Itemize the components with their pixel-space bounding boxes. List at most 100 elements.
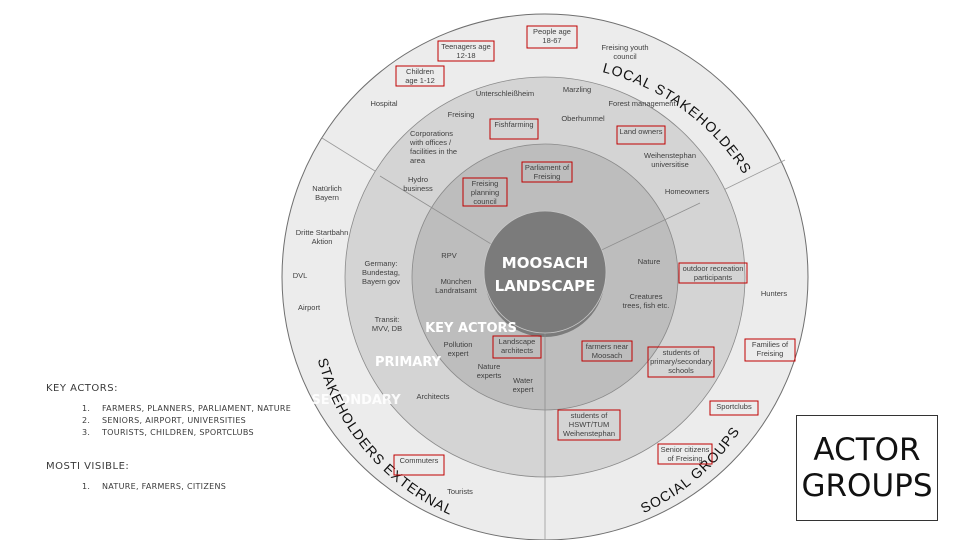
actor-label-line: expert [448, 349, 470, 358]
actor-label-line: Creatures [630, 292, 663, 301]
actor-homeowners: Homeowners [665, 187, 709, 196]
actor-label-line: Sportclubs [716, 402, 752, 411]
most-visible-heading: MOSTI VISIBLE: [46, 461, 130, 472]
actor-label-line: council [613, 52, 637, 61]
highlight-box [647, 346, 715, 378]
highlight-box [526, 25, 578, 49]
highlight-box [492, 335, 542, 359]
actor-label-line: trees, fish etc. [623, 301, 670, 310]
highlight-box [395, 65, 445, 87]
highlight-box [678, 262, 748, 284]
actor-label-line: primary/secondary [650, 357, 712, 366]
actor-tourists: Tourists [447, 487, 473, 496]
actor-label-line: expert [513, 385, 535, 394]
actor-label-line: Commuters [400, 456, 439, 465]
actor-label-line: Oberhummel [561, 114, 605, 123]
list-item: 3.TOURISTS, CHILDREN, SPORTCLUBS [82, 428, 306, 437]
actor-label-line: Hydro [408, 175, 428, 184]
actor-airport: Airport [298, 303, 321, 312]
secondary-ring-label: SECONDARY [311, 393, 401, 408]
actor-label-line: Pollution [444, 340, 473, 349]
center-title-line2: LANDSCAPE [495, 277, 596, 295]
actor-fishfarming: Fishfarming [489, 118, 539, 140]
actor-label-line: participants [694, 273, 733, 282]
actor-label-line: 12-18 [456, 51, 475, 60]
actor-label-line: Dritte Startbahn [296, 228, 349, 237]
actor-dvl: DVL [293, 271, 308, 280]
actor-label-line: universitise [651, 160, 689, 169]
actor-label-line: Freising [448, 110, 475, 119]
actor-label-line: Freising [534, 172, 561, 181]
center-circle [483, 210, 607, 334]
actor-label-line: Hospital [370, 99, 397, 108]
title-line2: GROUPS [801, 468, 933, 504]
highlight-box [393, 454, 445, 476]
actor-transit: Transit:MVV, DB [372, 315, 402, 333]
actor-label-line: Freising [757, 349, 784, 358]
actor-label-line: MVV, DB [372, 324, 402, 333]
actor-label-line: Bundestag, [362, 268, 400, 277]
actor-rpv: RPV [441, 251, 456, 260]
actor-label-line: Architects [417, 392, 450, 401]
actor-label-line: Bayern [315, 193, 339, 202]
highlight-box [657, 443, 713, 465]
actor-label-line: Landscape [499, 337, 536, 346]
actor-label-line: Natürlich [312, 184, 342, 193]
actor-label-line: Aktion [312, 237, 333, 246]
highlight-box [709, 400, 759, 416]
actor-label-line: with offices / [409, 138, 452, 147]
actor-label-line: Germany: [365, 259, 398, 268]
actor-freising: Freising [448, 110, 475, 119]
key-actors-heading: KEY ACTORS: [46, 383, 118, 394]
actor-label-line: Unterschleißheim [476, 89, 534, 98]
actor-label-line: 18-67 [542, 36, 561, 45]
actor-label-line: schools [668, 366, 694, 375]
actor-label-line: RPV [441, 251, 456, 260]
actor-label-line: students of [571, 411, 609, 420]
actor-label-line: People age [533, 27, 571, 36]
actor-germany: Germany:Bundestag,Bayern gov [362, 259, 400, 286]
actor-label-line: business [403, 184, 433, 193]
actor-oberhummel: Oberhummel [561, 114, 605, 123]
actor-label-line: Hunters [761, 289, 788, 298]
actor-sportclubs: Sportclubs [709, 400, 759, 416]
highlight-box [437, 40, 495, 62]
actor-label-line: Corporations [410, 129, 453, 138]
actor-label-line: HSWT/TUM [569, 420, 609, 429]
most-visible-list: 1.NATURE, FARMERS, CITIZENS [82, 482, 306, 491]
list-item: 1.FARMERS, PLANNERS, PARLIAMENT, NATURE [82, 404, 306, 413]
actor-label-line: Water [513, 376, 533, 385]
actor-groups-title-box: ACTOR GROUPS [796, 415, 938, 521]
list-text: FARMERS, PLANNERS, PARLIAMENT, NATURE [102, 404, 292, 413]
actor-forest: Forest management [608, 99, 676, 108]
key-actors-ring-label: KEY ACTORS [425, 321, 517, 336]
actor-label-line: Weihenstephan [563, 429, 615, 438]
actor-label-line: Weihenstephan [644, 151, 696, 160]
actor-nature: Nature [638, 257, 661, 266]
actor-label-line: outdoor recreation [683, 264, 744, 273]
actor-label-line: Homeowners [665, 187, 709, 196]
highlight-box [744, 338, 796, 362]
center-title-line1: MOOSACH [502, 254, 588, 272]
summary-panel: KEY ACTORS: 1.FARMERS, PLANNERS, PARLIAM… [46, 383, 306, 494]
actor-label-line: Teenagers age [441, 42, 491, 51]
actor-landowners: Land owners [616, 125, 666, 145]
actor-label-line: Senior citizens [661, 445, 710, 454]
